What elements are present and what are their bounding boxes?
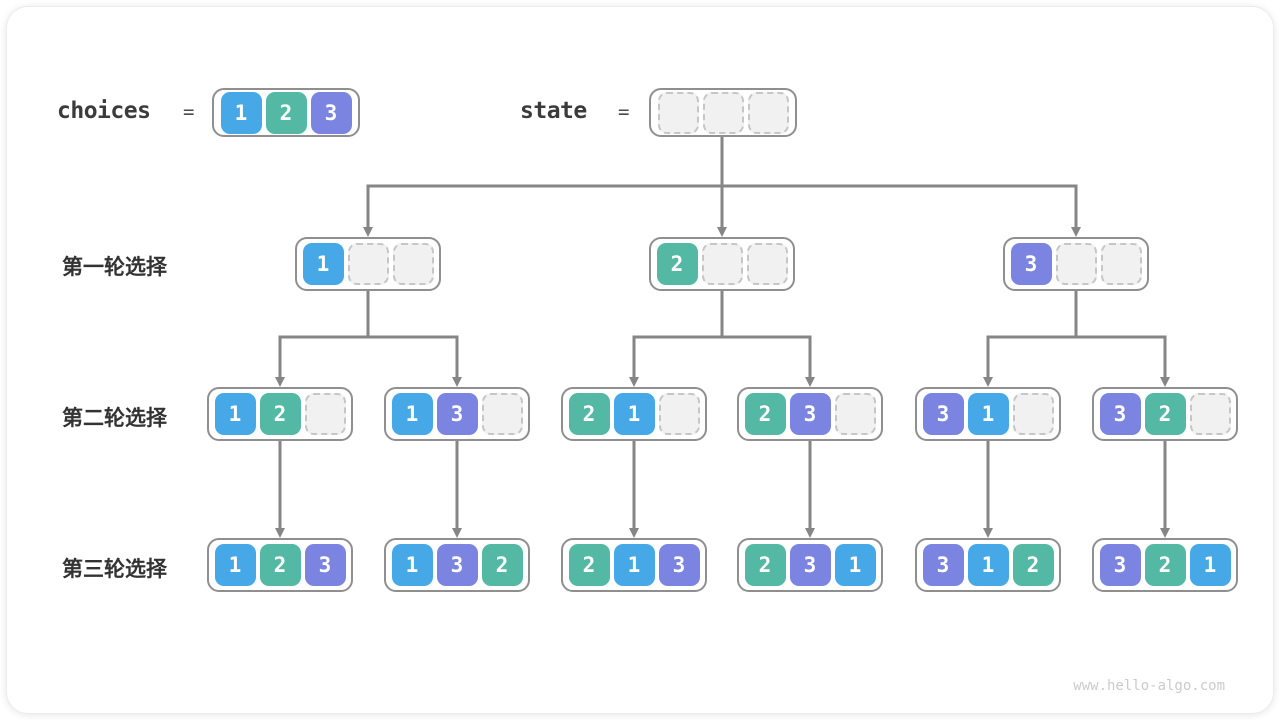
value-cell-2: 2	[656, 243, 698, 285]
empty-cell	[658, 393, 700, 435]
value-cell-3: 3	[1099, 393, 1141, 435]
empty-cell	[304, 393, 346, 435]
empty-cell	[746, 243, 788, 285]
value-cell-1: 1	[613, 393, 655, 435]
value-cell-1: 1	[391, 544, 433, 586]
value-cell-3: 3	[789, 544, 831, 586]
choices-label: choices	[57, 98, 151, 124]
row-label-round-2: 第二轮选择	[62, 407, 167, 430]
value-cell-2: 2	[265, 91, 307, 134]
value-cell-1: 1	[391, 393, 433, 435]
empty-cell	[702, 91, 744, 134]
value-cell-3: 3	[436, 393, 478, 435]
row-label-round-3: 第三轮选择	[62, 558, 167, 581]
empty-cell	[834, 393, 876, 435]
value-cell-1: 1	[302, 243, 344, 285]
value-cell-3: 3	[304, 544, 346, 586]
empty-cell	[657, 91, 699, 134]
state-node-l1-2: 2	[649, 237, 795, 291]
value-cell-1: 1	[967, 393, 1009, 435]
value-cell-1: 1	[214, 393, 256, 435]
state-label: state	[520, 98, 587, 124]
value-cell-1: 1	[220, 91, 262, 134]
row-label-round-1: 第一轮选择	[62, 256, 167, 279]
value-cell-2: 2	[1012, 544, 1054, 586]
empty-cell	[747, 91, 789, 134]
value-cell-1: 1	[214, 544, 256, 586]
watermark-text: www.hello-algo.com	[1073, 678, 1225, 694]
value-cell-1: 1	[613, 544, 655, 586]
state-node-l1-1: 1	[295, 237, 441, 291]
value-cell-3: 3	[922, 393, 964, 435]
empty-cell	[1189, 393, 1231, 435]
value-cell-3: 3	[1099, 544, 1141, 586]
value-cell-2: 2	[568, 544, 610, 586]
value-cell-2: 2	[1144, 393, 1186, 435]
value-cell-3: 3	[436, 544, 478, 586]
state-node-l1-3: 3	[1003, 237, 1149, 291]
value-cell-2: 2	[259, 544, 301, 586]
value-cell-2: 2	[259, 393, 301, 435]
value-cell-2: 2	[568, 393, 610, 435]
value-cell-1: 1	[834, 544, 876, 586]
choices-equals-sign: =	[183, 101, 195, 123]
value-cell-3: 3	[310, 91, 352, 134]
value-cell-3: 3	[922, 544, 964, 586]
empty-cell	[1100, 243, 1142, 285]
state-equals-sign: =	[618, 101, 630, 123]
empty-cell	[701, 243, 743, 285]
value-cell-1: 1	[1189, 544, 1231, 586]
value-cell-2: 2	[744, 393, 786, 435]
value-cell-1: 1	[967, 544, 1009, 586]
value-cell-3: 3	[658, 544, 700, 586]
value-cell-2: 2	[1144, 544, 1186, 586]
empty-cell	[347, 243, 389, 285]
empty-cell	[1012, 393, 1054, 435]
empty-cell	[1055, 243, 1097, 285]
value-cell-2: 2	[744, 544, 786, 586]
empty-cell	[392, 243, 434, 285]
empty-cell	[481, 393, 523, 435]
value-cell-2: 2	[481, 544, 523, 586]
value-cell-3: 3	[1010, 243, 1052, 285]
state-array-box	[649, 88, 797, 137]
value-cell-3: 3	[789, 393, 831, 435]
